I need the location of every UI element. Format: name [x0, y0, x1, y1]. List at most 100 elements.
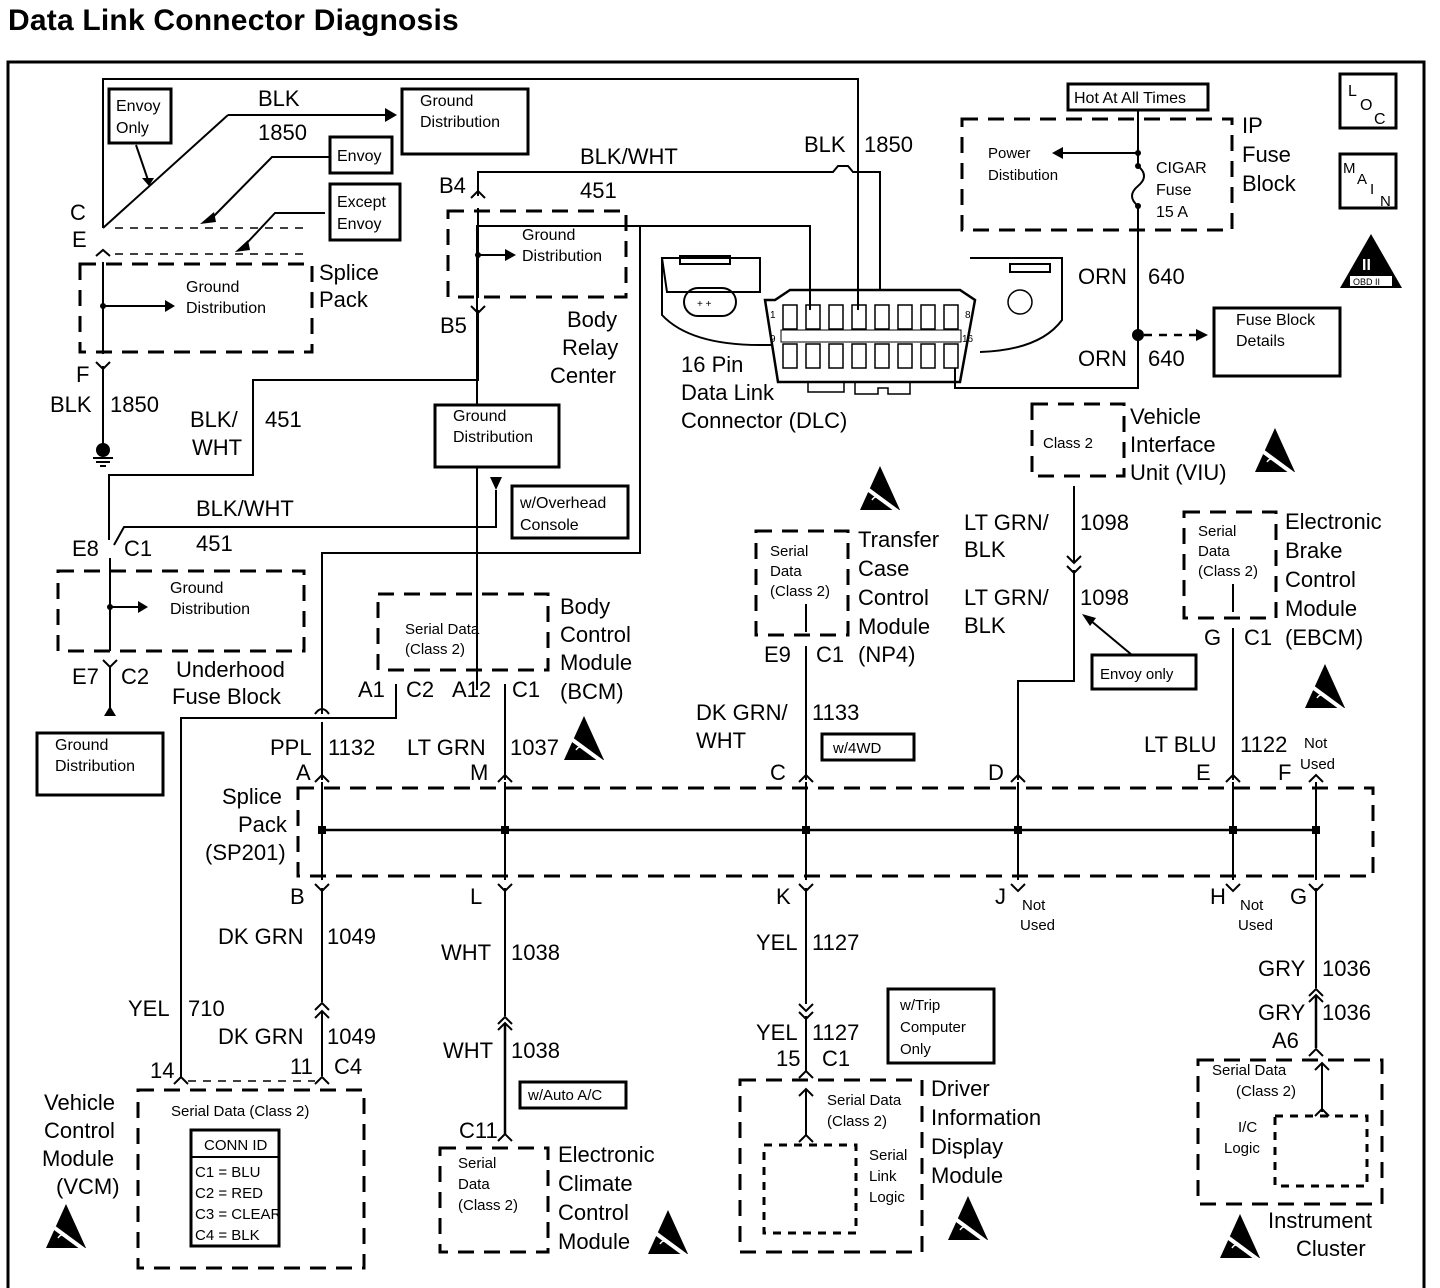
svg-text:LT GRN/: LT GRN/ — [964, 585, 1050, 610]
svg-text:A12: A12 — [452, 677, 491, 702]
svg-text:Data Link: Data Link — [681, 380, 775, 405]
svg-text:A6: A6 — [1272, 1028, 1299, 1053]
dlc-pin-bottom-1 — [782, 343, 798, 369]
body-control-module: Serial Data (Class 2) Body Control Modul… — [180, 592, 632, 1078]
instrument-cluster: GRY 1036 GRY 1036 A6 Serial Data (Class … — [1196, 888, 1384, 1266]
esd-sensitive-icon — [562, 714, 610, 768]
svg-text:Envoy: Envoy — [337, 148, 381, 165]
svg-text:C4: C4 — [334, 1054, 362, 1079]
svg-text:C1: C1 — [512, 677, 540, 702]
svg-text:Except: Except — [337, 194, 386, 211]
svg-text:Computer: Computer — [900, 1019, 966, 1036]
svg-text:Fuse Block: Fuse Block — [172, 684, 282, 709]
svg-text:Power: Power — [988, 145, 1031, 162]
svg-text:Serial: Serial — [1198, 523, 1236, 540]
svg-text:Fuse Block: Fuse Block — [1236, 312, 1316, 329]
svg-text:w/Auto A/C: w/Auto A/C — [527, 1087, 602, 1104]
svg-text:Module: Module — [1285, 596, 1357, 621]
ground-symbol-icon — [93, 443, 113, 467]
svg-text:Not: Not — [1022, 897, 1046, 914]
ip-fuse-block: Hot At All Times Power Distibution CIGAR… — [954, 82, 1342, 389]
svg-text:Used: Used — [1020, 917, 1055, 934]
svg-text:w/Trip: w/Trip — [899, 997, 940, 1014]
ground-distribution-box[interactable] — [433, 403, 561, 469]
svg-text:640: 640 — [1148, 346, 1185, 371]
splice-pin-label: G — [1290, 884, 1307, 909]
svg-text:C2: C2 — [121, 664, 149, 689]
svg-text:Brake: Brake — [1285, 538, 1342, 563]
svg-text:II: II — [1362, 257, 1371, 274]
svg-text:Control: Control — [1285, 567, 1356, 592]
svg-text:I/C: I/C — [1238, 1119, 1257, 1136]
svg-text:w/Overhead: w/Overhead — [519, 495, 606, 512]
svg-text:WHT: WHT — [443, 1038, 493, 1063]
svg-text:G: G — [1204, 625, 1221, 650]
svg-text:DK GRN: DK GRN — [218, 924, 304, 949]
dlc-pin-top-7 — [920, 304, 936, 330]
svg-text:DK GRN/: DK GRN/ — [696, 700, 789, 725]
svg-text:I: I — [1370, 181, 1374, 198]
connector-male-icon — [1225, 883, 1241, 893]
svg-text:F: F — [76, 362, 89, 387]
body-relay-center: BLK/WHT 451 B4 Ground Distribution B5 Bo… — [108, 144, 881, 540]
svg-text:Envoy: Envoy — [337, 216, 381, 233]
svg-text:14: 14 — [150, 1058, 174, 1083]
svg-text:C1: C1 — [816, 642, 844, 667]
splice-pin-label: L — [470, 884, 482, 909]
4wd-option-note — [820, 732, 916, 762]
diagram-frame — [6, 60, 1426, 1288]
svg-text:L: L — [1348, 83, 1357, 100]
svg-text:Display: Display — [931, 1134, 1003, 1159]
obd-ii-icon[interactable]: II OBD II — [1340, 234, 1402, 288]
svg-text:1038: 1038 — [511, 1038, 560, 1063]
svg-text:Hot At All Times: Hot At All Times — [1074, 90, 1186, 107]
svg-text:1133: 1133 — [812, 700, 859, 725]
splice-node — [1229, 826, 1237, 834]
svg-text:Ground: Ground — [420, 93, 473, 110]
svg-text:A: A — [1357, 171, 1367, 188]
svg-text:Center: Center — [550, 363, 616, 388]
svg-text:Driver: Driver — [931, 1076, 990, 1101]
svg-text:E8: E8 — [72, 536, 99, 561]
svg-text:Ground: Ground — [453, 408, 506, 425]
svg-text:16: 16 — [962, 334, 974, 345]
svg-text:15: 15 — [776, 1046, 800, 1071]
svg-text:Ground: Ground — [55, 737, 108, 754]
svg-text:LT GRN: LT GRN — [407, 735, 486, 760]
dlc-pin-bottom-6 — [897, 343, 913, 369]
data-link-connector: + + 1 8 9 16 16 Pin Data Link Connector … — [476, 132, 1063, 690]
svg-text:11: 11 — [290, 1054, 313, 1079]
dlc-pin-bottom-7 — [920, 343, 936, 369]
svg-text:WHT: WHT — [192, 435, 242, 460]
svg-text:Serial: Serial — [770, 543, 808, 560]
svg-text:Ground: Ground — [186, 279, 239, 296]
fuse-block-details-link[interactable] — [1212, 306, 1342, 378]
svg-text:C3 = CLEAR: C3 = CLEAR — [195, 1206, 281, 1223]
svg-text:Serial Data: Serial Data — [827, 1092, 902, 1109]
svg-text:Serial Data: Serial Data — [1212, 1062, 1287, 1079]
svg-text:GRY: GRY — [1258, 956, 1306, 981]
svg-text:Console: Console — [520, 517, 579, 534]
page-title: Data Link Connector Diagnosis — [8, 4, 459, 37]
svg-text:(Class 2): (Class 2) — [770, 583, 830, 600]
loc-icon[interactable]: L O C — [1338, 72, 1398, 130]
splice-pin-label: F — [1278, 760, 1291, 785]
svg-text:ORN: ORN — [1078, 264, 1127, 289]
connector-female-icon — [1010, 773, 1026, 783]
dlc-pin-bottom-8 — [943, 343, 959, 369]
dlc-pin-bottom-3 — [828, 343, 844, 369]
overhead-console-note — [510, 484, 630, 540]
svg-text:B4: B4 — [439, 173, 466, 198]
dlc-pin-bottom-2 — [805, 343, 821, 369]
svg-text:C2: C2 — [406, 677, 434, 702]
svg-text:1850: 1850 — [258, 120, 307, 145]
svg-text:Link: Link — [869, 1168, 897, 1185]
dlc-pin-top-6 — [897, 304, 913, 330]
splice-node — [1014, 826, 1022, 834]
main-icon[interactable]: M A I N — [1338, 152, 1398, 210]
svg-text:451: 451 — [580, 178, 617, 203]
svg-text:BLK/WHT: BLK/WHT — [580, 144, 678, 169]
ground-distribution-box-bottom[interactable] — [35, 731, 165, 797]
svg-text:BLK: BLK — [258, 86, 300, 111]
